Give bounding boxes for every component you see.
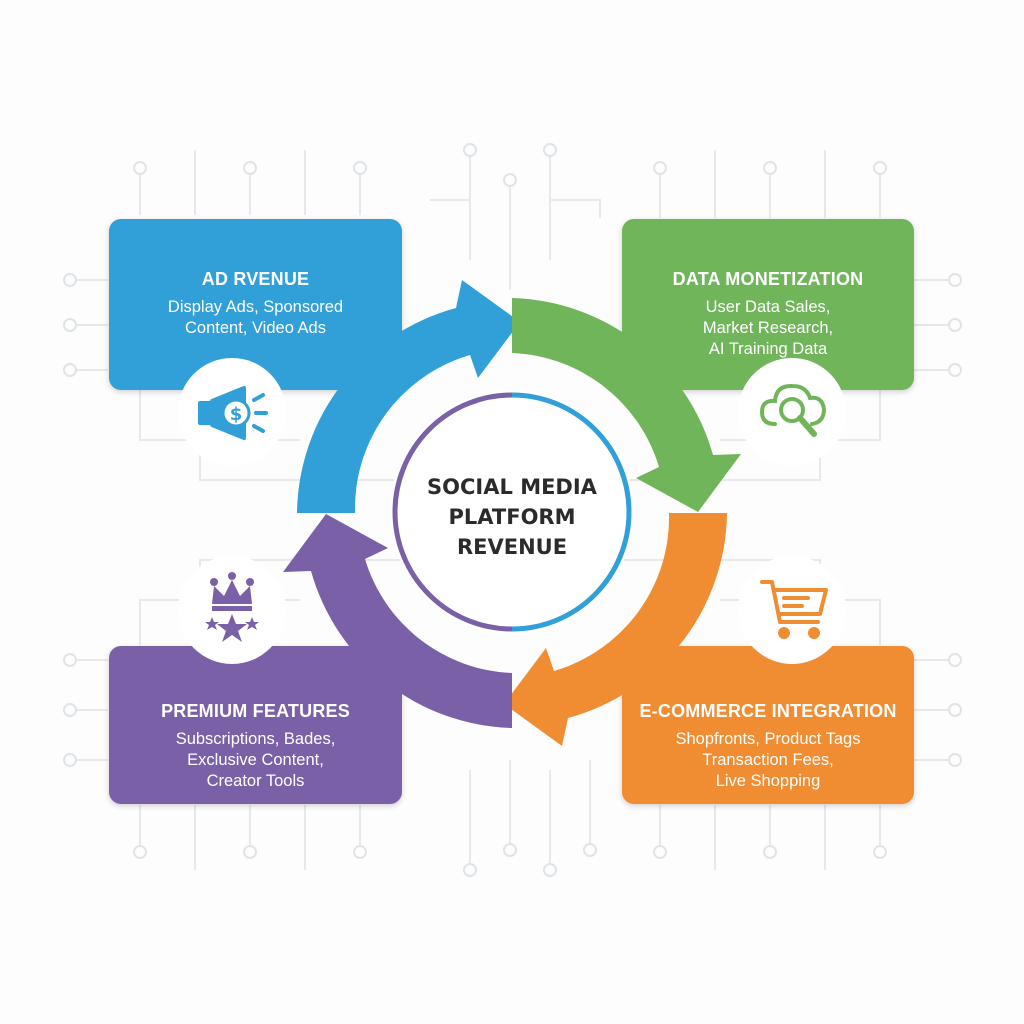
svg-text:$: $ (230, 404, 243, 425)
cloud-magnifier-icon (759, 383, 827, 437)
premium-features-line: Exclusive Content, (187, 751, 324, 769)
ad-revenue-line: Content, Video Ads (185, 319, 326, 337)
center-title-line: PLATFORM (448, 505, 576, 529)
e-commerce-integration-line: Shopfronts, Product Tags (675, 730, 861, 748)
center-title: SOCIAL MEDIA PLATFORM REVENUE (392, 472, 632, 562)
ad-revenue-title: AD RVENUE (201, 269, 310, 289)
megaphone-dollar-icon: $ (198, 386, 268, 440)
ad-revenue-card: AD RVENUE Display Ads, Sponsored Content… (109, 219, 402, 390)
e-commerce-cycle-arrow (504, 513, 727, 746)
data-monetization-card: DATA MONETIZATION User Data Sales, Marke… (622, 219, 914, 390)
premium-features-card: PREMIUM FEATURES Subscriptions, Bades, E… (109, 646, 402, 804)
data-monetization-cycle-arrow (512, 298, 741, 512)
crown-stars-icon (205, 572, 259, 642)
center-ring-blue (511, 392, 632, 632)
data-monetization-line: Market Research, (702, 319, 834, 337)
data-monetization-title: DATA MONETIZATION (672, 269, 864, 289)
center-ring-purple (392, 392, 513, 632)
premium-features-title: PREMIUM FEATURES (161, 701, 350, 721)
center-title-line: SOCIAL MEDIA (427, 475, 597, 499)
e-commerce-integration-line: Live Shopping (715, 772, 821, 790)
e-commerce-integration-title: E-COMMERCE INTEGRATION (639, 701, 897, 721)
center-circle (390, 390, 634, 634)
e-commerce-integration-line: Transaction Fees, (702, 751, 834, 769)
center-title-line: REVENUE (456, 535, 568, 559)
premium-features-line: Creator Tools (206, 772, 305, 790)
icon-bubble (738, 556, 846, 664)
e-commerce-integration-card: E-COMMERCE INTEGRATION Shopfronts, Produ… (622, 646, 914, 804)
data-monetization-line: AI Training Data (708, 340, 828, 358)
ad-revenue-cycle-arrow (297, 280, 520, 513)
premium-features-cycle-arrow (283, 514, 512, 728)
shopping-cart-icon (760, 580, 828, 639)
ad-revenue-line: Display Ads, Sponsored (167, 298, 344, 316)
data-monetization-line: User Data Sales, (705, 298, 831, 316)
premium-features-line: Subscriptions, Bades, (175, 730, 336, 748)
